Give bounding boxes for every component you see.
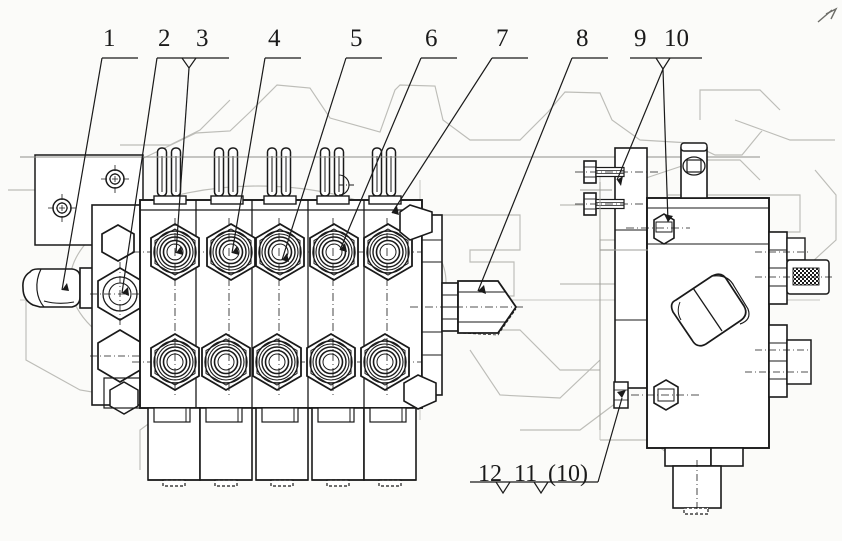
corner-tick bbox=[817, 7, 838, 23]
right-port-upper bbox=[755, 231, 835, 305]
upper-port-row bbox=[150, 223, 413, 281]
callout-9: 9 bbox=[634, 25, 647, 52]
callout-7: 7 bbox=[496, 25, 509, 52]
right-bottom-stubs bbox=[664, 447, 744, 509]
right-lever-knob bbox=[670, 273, 750, 347]
leader-lines bbox=[61, 57, 702, 495]
callout-3: 3 bbox=[196, 25, 209, 52]
lower-port-row bbox=[150, 333, 410, 391]
callout-5: 5 bbox=[350, 25, 363, 52]
right-top-stub bbox=[680, 142, 708, 199]
bottom-callout-11: 11 bbox=[514, 461, 538, 487]
right-hex-bolt-lower bbox=[616, 379, 700, 411]
callout-2: 2 bbox=[158, 25, 171, 52]
callout-1: 1 bbox=[103, 25, 116, 52]
callout-6: 6 bbox=[425, 25, 438, 52]
valve-right-outlet bbox=[399, 204, 524, 410]
right-valve-assembly bbox=[575, 142, 835, 515]
right-hex-bolt-mid bbox=[626, 213, 690, 245]
leader-arrowheads bbox=[62, 176, 673, 398]
pilot-actuator-group bbox=[147, 407, 417, 487]
bottom-callout-12: 12 bbox=[478, 461, 502, 487]
callout-4: 4 bbox=[268, 25, 281, 52]
bottom-callout-10: (10) bbox=[548, 461, 588, 487]
callout-10: 10 bbox=[664, 25, 689, 52]
right-port-lower bbox=[745, 324, 812, 398]
valve-main-body bbox=[132, 199, 430, 409]
callout-8: 8 bbox=[576, 25, 589, 52]
